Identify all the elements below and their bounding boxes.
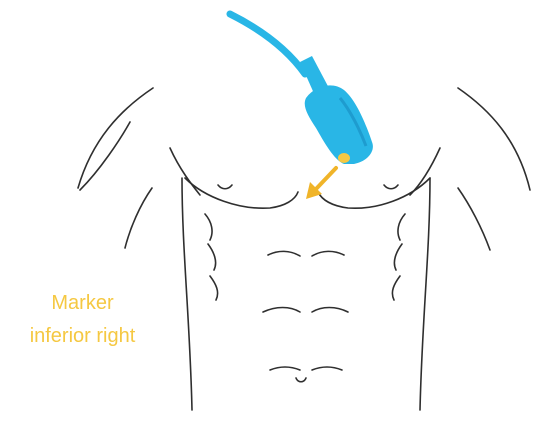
abs-row-2 [263,308,348,313]
left-serratus [205,214,218,300]
abs-row-3 [270,367,342,370]
left-flank [182,178,192,410]
left-pectoral [185,178,298,208]
right-shoulder-outline [458,88,530,190]
right-chest-edge [410,148,440,195]
right-flank [420,178,430,410]
right-arm-outline [458,188,490,250]
annotation-direction: inferior right [10,321,155,351]
left-arm-outline [80,122,152,248]
probe-marker-dot [338,153,350,163]
right-nipple [384,185,398,189]
probe-body [305,85,373,164]
right-pectoral [318,178,430,208]
annotation-marker: Marker [10,288,155,318]
navel [296,378,306,382]
probe-cable [230,14,305,74]
left-chest-edge [170,148,200,195]
direction-arrow [306,168,336,199]
left-nipple [218,185,232,189]
right-serratus [392,214,405,300]
left-shoulder-outline [78,88,153,188]
torso-outline [78,88,530,410]
abs-row-1 [268,251,344,256]
ultrasound-probe [230,14,373,164]
